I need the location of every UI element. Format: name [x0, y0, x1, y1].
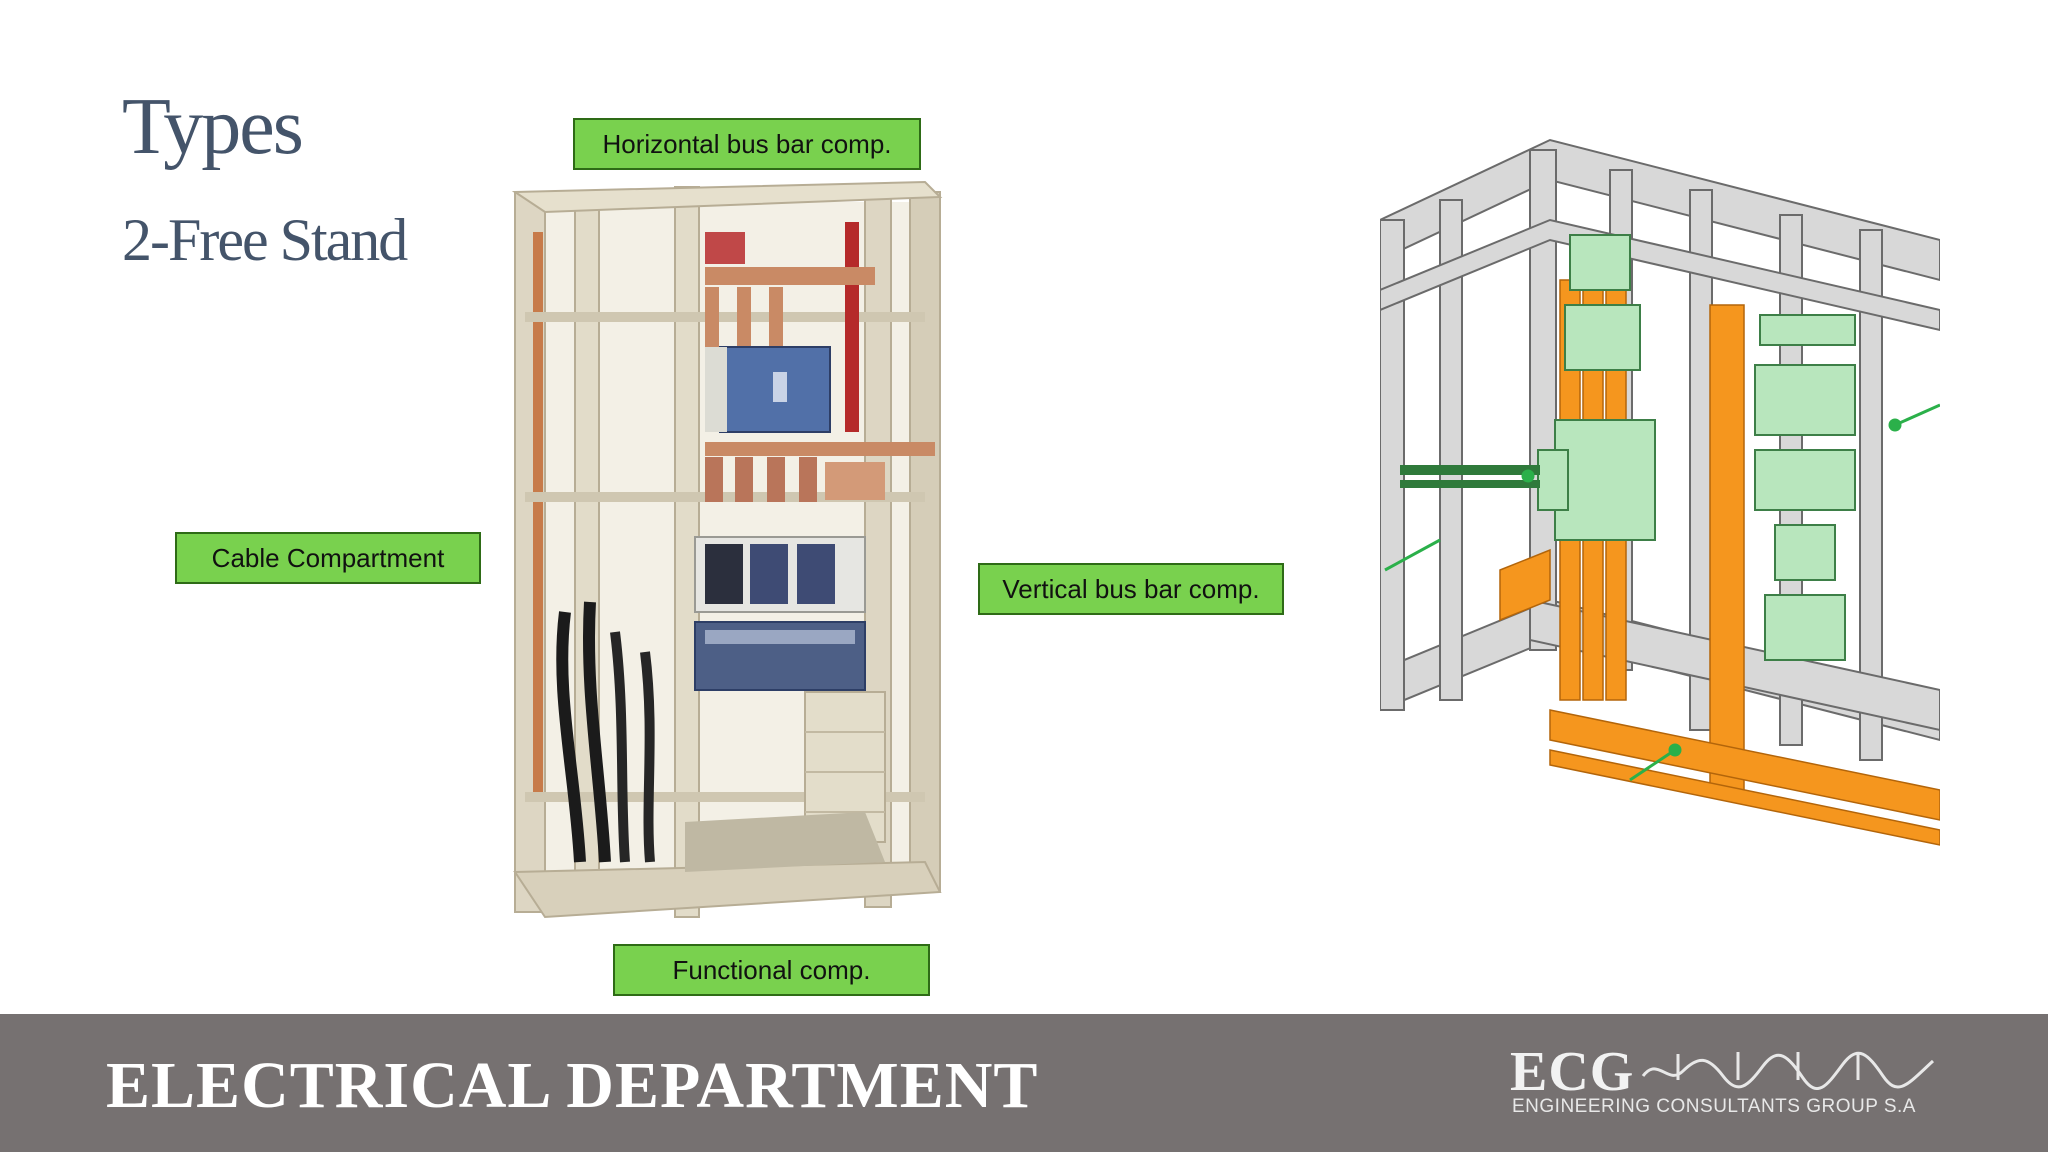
functional-comp-label: Functional comp. [613, 944, 930, 996]
arabic-script-icon [1641, 1051, 1935, 1090]
slide-subtitle: 2-Free Stand [122, 207, 408, 273]
switchboard-cabinet-photo [511, 180, 943, 919]
vertical-bus-bar-label: Vertical bus bar comp. [978, 563, 1284, 615]
logo-company-name: ENGINEERING CONSULTANTS GROUP S.A [1512, 1096, 1916, 1117]
horizontal-bus-bar-label: Horizontal bus bar comp. [573, 118, 921, 170]
logo-abbreviation: ECG [1510, 1041, 1635, 1103]
ecg-logo: ECG ENGINEERING CONSULTANTS GROUP S.A [1510, 1040, 1935, 1120]
footer-bar [0, 1014, 2048, 1152]
cable-compartment-label: Cable Compartment [175, 532, 481, 584]
busbar-frame-diagram [1380, 138, 1940, 846]
department-title: ELECTRICAL DEPARTMENT [106, 1049, 1039, 1122]
slide-title: Types [122, 83, 304, 171]
